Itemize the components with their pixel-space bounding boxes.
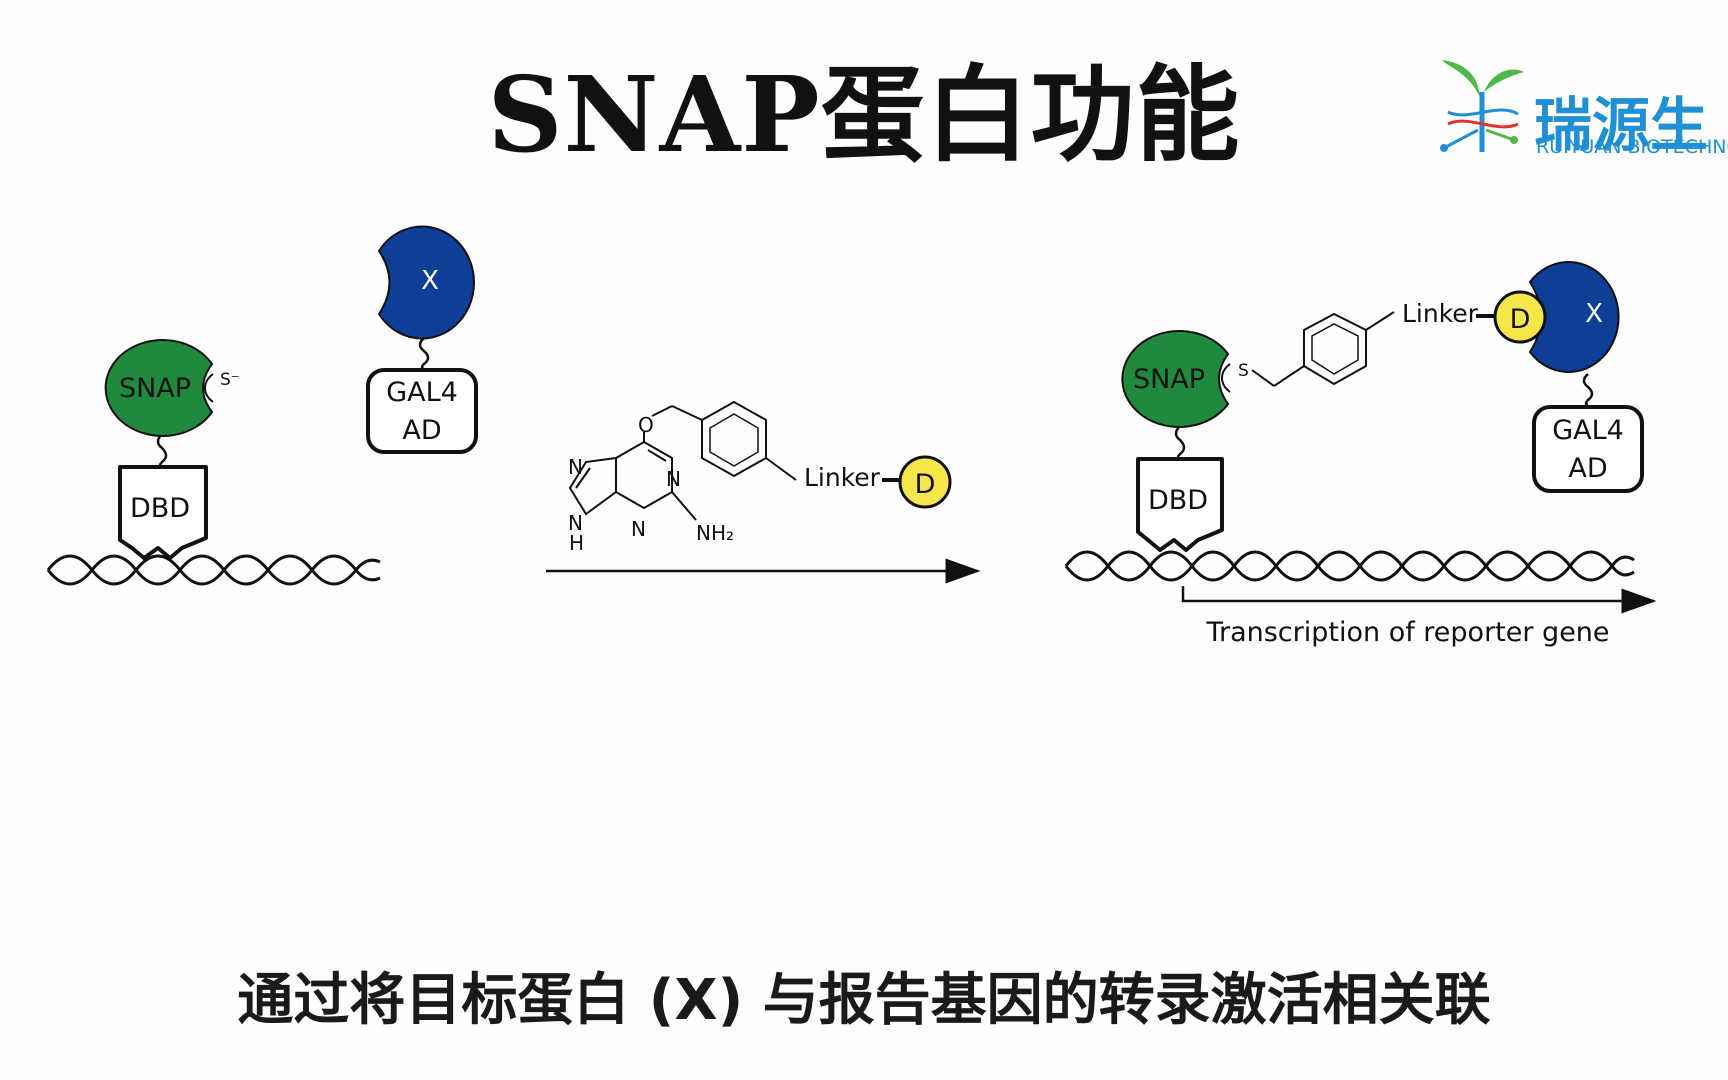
right-d-ligand: D — [1493, 290, 1547, 344]
hydrogen-label: H — [569, 531, 584, 555]
nitrogen-label-7: N — [568, 455, 583, 479]
left-gal4-ad-box: GAL4 AD — [366, 368, 478, 454]
left-x-label: X — [421, 266, 439, 296]
caption-text: 通过将目标蛋白 (X) 与报告基因的转录激活相关联 — [237, 968, 1491, 1033]
left-snap-protein: SNAP S⁻ — [104, 339, 240, 437]
nitrogen-label-3: N — [631, 517, 646, 541]
transcription-label: Transcription of reporter gene — [1205, 617, 1609, 648]
right-x-protein: X — [1528, 261, 1620, 373]
nitrogen-label-1: N — [666, 467, 681, 491]
left-dbd-label: DBD — [130, 493, 190, 524]
right-snap-protein: SNAP S — [1121, 330, 1249, 428]
left-snap-label: SNAP — [119, 373, 191, 404]
sprout-dna-logo-icon — [1440, 60, 1524, 152]
right-linker-label: Linker — [1402, 299, 1479, 328]
left-x-gal4-tether — [418, 337, 430, 371]
left-dna-helix — [46, 554, 381, 586]
right-benzyl-linker — [1251, 311, 1395, 387]
benzylguanine-structure — [568, 400, 797, 521]
right-gal4-label: GAL4 — [1552, 415, 1624, 446]
reagent-d-label: D — [915, 469, 936, 500]
right-dbd-domain: DBD — [1136, 457, 1224, 552]
right-snap-dbd-tether — [1174, 425, 1186, 461]
amine-label: NH₂ — [696, 521, 734, 545]
left-thiolate-label: S⁻ — [220, 370, 240, 390]
logo-name-en: RUIYUAN BIOTECHNO — [1536, 136, 1728, 158]
reagent-linker-label: Linker — [804, 463, 881, 492]
left-snap-dbd-tether — [156, 433, 168, 470]
left-dbd-domain: DBD — [118, 465, 208, 560]
page-title: SNAP蛋白功能 — [487, 53, 1241, 176]
right-ad-label: AD — [1568, 453, 1607, 484]
logo-name-zh: 瑞源生 — [1534, 91, 1709, 159]
right-x-label: X — [1585, 299, 1603, 329]
right-sulfur-label: S — [1238, 361, 1249, 381]
left-gal4-label: GAL4 — [386, 377, 458, 408]
oxygen-label: O — [638, 413, 654, 437]
right-d-label: D — [1510, 304, 1531, 335]
right-snap-label: SNAP — [1133, 364, 1205, 395]
left-x-protein: X — [377, 225, 475, 340]
nitrogen-label-9: N — [568, 511, 583, 535]
right-dna-helix — [1064, 550, 1635, 582]
left-ad-label: AD — [402, 415, 441, 446]
right-dbd-label: DBD — [1148, 485, 1208, 516]
right-gal4-ad-box: GAL4 AD — [1532, 405, 1644, 493]
right-x-gal4-tether — [1582, 373, 1594, 407]
transcription-arrow — [1181, 586, 1657, 614]
reagent-d-ligand: D — [898, 455, 952, 509]
